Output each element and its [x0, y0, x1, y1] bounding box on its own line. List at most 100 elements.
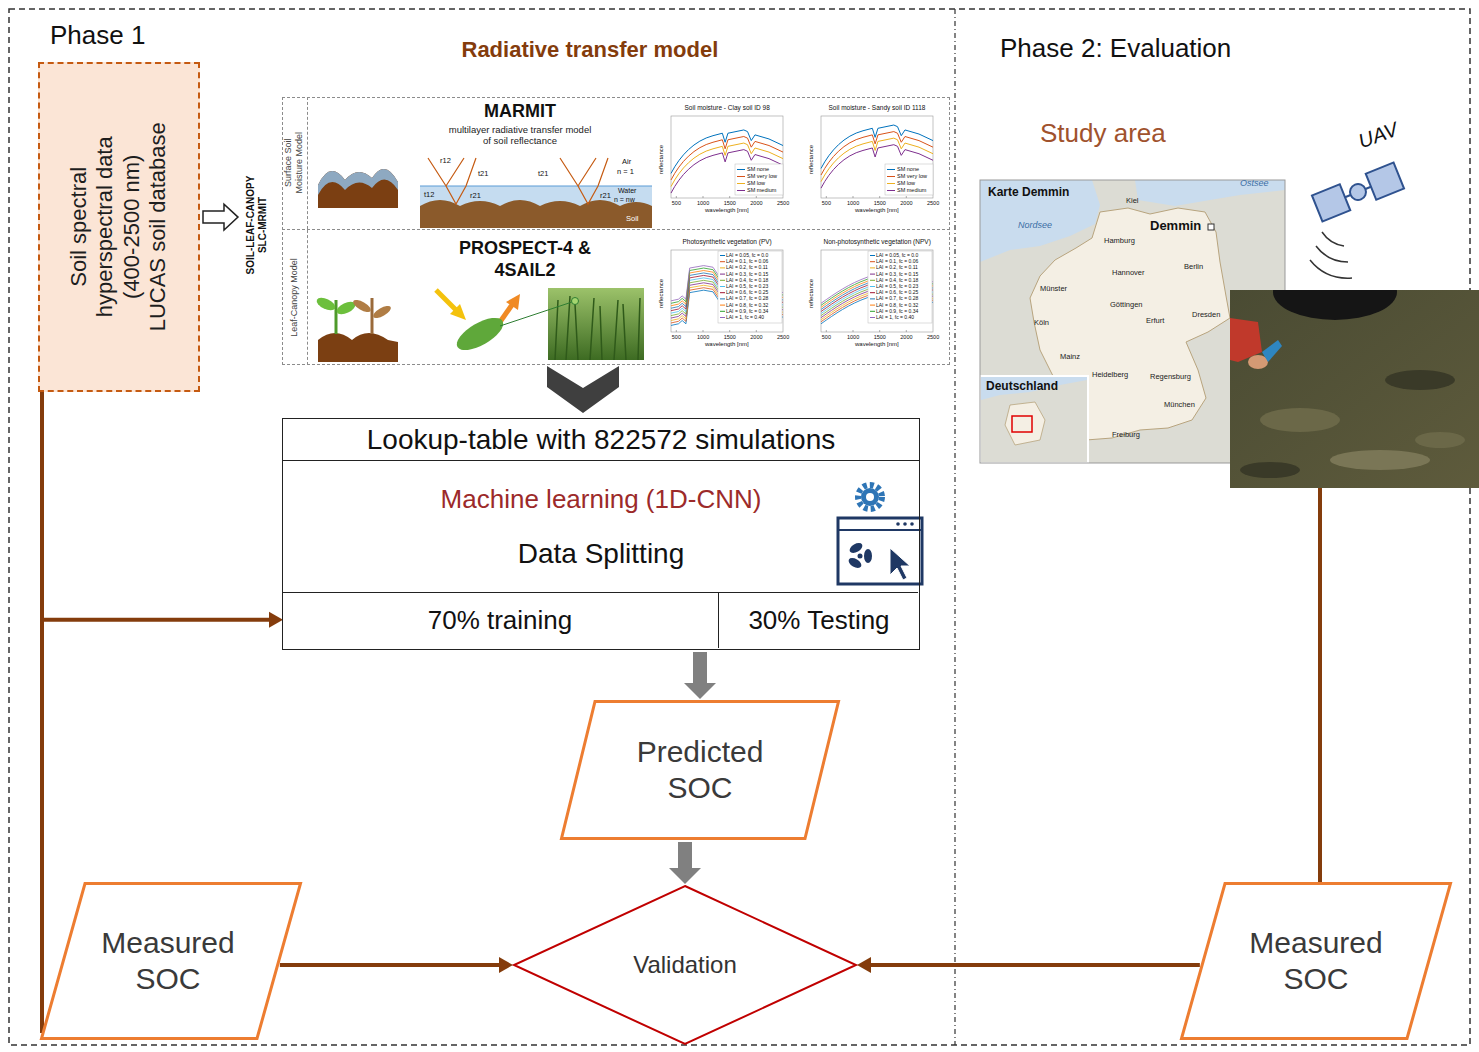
leaf-canopy-figure: [436, 288, 644, 360]
soil-chart-part: [676, 196, 756, 198]
leaf-canopy-figure-part: [500, 302, 572, 326]
vegetation-chart-part-part: [720, 311, 725, 312]
connector: [547, 366, 619, 413]
page-frame: [9, 9, 1470, 1045]
software-icon-part: [858, 554, 863, 559]
soil-chart: [671, 116, 783, 198]
vegetation-chart-part: [821, 250, 933, 332]
field-photo: [1230, 264, 1479, 882]
vegetation-chart-part-part: [720, 261, 725, 262]
legend-entry: SM none: [897, 166, 919, 172]
city-label: Erfurt: [1146, 316, 1164, 325]
map-part: [1012, 416, 1032, 432]
city-label: Köln: [1034, 318, 1049, 327]
chart-title: Soil moisture - Sandy soil ID 1118: [829, 104, 926, 112]
layer-label: Soil: [626, 214, 639, 223]
model-row: Leaf-Canopy ModelPROSPECT-4 & 4SAIL2: [282, 230, 950, 365]
tick-label: 1500: [874, 334, 886, 341]
model-row: Surface Soil Moisture ModelMARMITmultila…: [282, 97, 950, 230]
column-divider: [307, 97, 308, 229]
city-label: Münster: [1040, 284, 1067, 293]
vegetation-chart-part-part: [821, 285, 933, 318]
soil-chart-part: [887, 176, 895, 177]
vegetation-chart-part-part: [821, 273, 933, 306]
legend-entry: LAI = 1, fc = 0.40: [876, 315, 914, 321]
soil-surface-figure-part: [318, 169, 398, 208]
city-label: Mainz: [1060, 352, 1080, 361]
vegetation-chart-part-part: [870, 261, 875, 262]
seedling-figure-part: [315, 295, 337, 313]
input-parallelogram: Measured SOC: [1180, 882, 1452, 1040]
legend-entry: LAI = 0.9, fc = 0.34: [876, 309, 918, 315]
vegetation-chart: [671, 250, 783, 332]
legend-entry: LAI = 0.4, fc = 0.18: [726, 278, 768, 284]
leaf-canopy-figure-part: [555, 296, 640, 360]
legend-entry: LAI = 0.05, fc = 0.0: [726, 253, 768, 259]
column-divider: [307, 230, 308, 365]
model-title: MARMIT: [440, 101, 600, 123]
uav-icon-part: [1312, 163, 1404, 222]
sea-label: Nordsee: [1018, 220, 1052, 231]
soil-chart-part: [821, 125, 933, 188]
section-heading: Study area: [1040, 118, 1166, 149]
tick-label: 2000: [750, 200, 762, 207]
step-text: Data Splitting: [401, 537, 801, 571]
software-icon-part: [838, 529, 922, 531]
parallelogram-shape: [562, 702, 839, 839]
tick-label: 1500: [724, 200, 736, 207]
software-icon-part: [896, 522, 900, 526]
diamond-shape: [514, 886, 856, 1044]
uav-icon-part-part: [1366, 163, 1404, 200]
field-photo-part-part: [1262, 340, 1282, 362]
field-photo-part-part: [1330, 450, 1430, 470]
data-source-box: Soil spectral hyperspectral data (400-25…: [38, 62, 200, 392]
legend-entry: SM medium: [897, 187, 926, 193]
soil-chart-part: [671, 116, 783, 198]
tick-label: 500: [672, 334, 681, 341]
soil-chart-part: [826, 196, 906, 198]
software-icon-part: [903, 522, 907, 526]
symbol-label: t21: [478, 169, 488, 178]
software-icon-part: [864, 549, 872, 563]
vegetation-chart-part: [676, 330, 756, 332]
vegetation-chart-part-part: [870, 292, 875, 293]
axis-label: reflectance: [808, 144, 815, 173]
legend-entry: SM low: [897, 180, 915, 186]
vegetation-chart-part-part: [720, 317, 725, 318]
vegetation-chart-part: [826, 330, 906, 332]
field-photo-part-part: [1273, 290, 1397, 320]
vegetation-chart-part-part: [720, 280, 725, 281]
city-label: Hamburg: [1104, 236, 1135, 245]
vegetation-chart-part-part: [870, 280, 875, 281]
uav-icon-part-part: [1312, 184, 1350, 221]
chevron-arrow: [547, 366, 619, 413]
tick-label: 2500: [777, 334, 789, 341]
vegetation-chart-part: [718, 251, 782, 323]
phase-heading: Phase 2: Evaluation: [1000, 33, 1231, 64]
lookup-table: 70% training30% TestingLookup-table with…: [282, 418, 920, 650]
shape-text: Measured SOC: [1236, 925, 1396, 997]
legend-entry: LAI = 0.9, fc = 0.34: [726, 309, 768, 315]
parallelogram-outline: [1180, 882, 1452, 1040]
city-label: Heidelberg: [1092, 370, 1128, 379]
symbol-label: t12: [424, 190, 434, 199]
connector-line: [869, 963, 1200, 967]
split-text: 30% Testing: [724, 605, 914, 636]
axis-label: wavelength [nm]: [705, 207, 749, 214]
vegetation-chart-part-part: [720, 267, 725, 268]
parallelogram-outline: [40, 882, 302, 1040]
software-icon-part: [848, 541, 864, 555]
model-description: multilayer radiative transfer model of s…: [445, 124, 595, 147]
vegetation-chart: [821, 250, 933, 332]
arrow-head: [857, 957, 871, 973]
parallelogram-shape: [42, 884, 301, 1039]
map-part: [1005, 402, 1045, 445]
row-title: Leaf-Canopy Model: [289, 247, 300, 347]
vegetation-chart-part-part: [720, 298, 725, 299]
connector: [203, 204, 238, 230]
software-icon-part: [858, 485, 882, 509]
legend-entry: SM medium: [747, 187, 776, 193]
shape-text: Predicted SOC: [620, 734, 780, 806]
legend-entry: LAI = 0.6, fc = 0.25: [726, 290, 768, 296]
connector: [42, 392, 43, 1033]
